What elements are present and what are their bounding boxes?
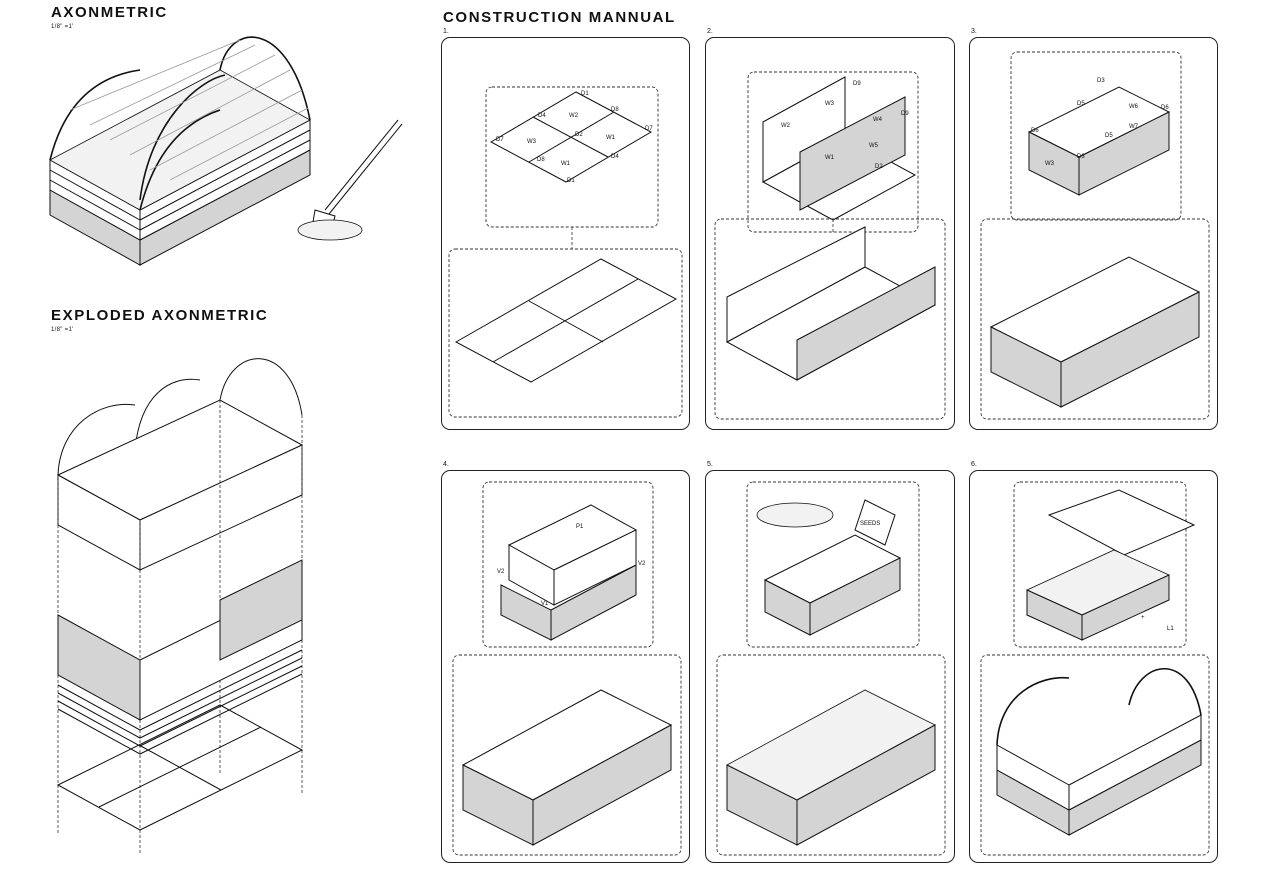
- axonometric-drawing: [49, 36, 403, 266]
- bed-body: [49, 69, 311, 266]
- label-v2-right: V2: [638, 561, 646, 567]
- label-d8-bottom: D8: [537, 157, 545, 163]
- label-d2: D2: [575, 132, 583, 138]
- step-4-number: 4.: [443, 461, 449, 468]
- step-2-drawing: D9 D9 W3 W2 W4 W1 W5 D2: [714, 71, 946, 420]
- label-w3: W3: [825, 101, 835, 107]
- label-d4-bottom: D4: [611, 154, 619, 160]
- walls: [57, 559, 303, 721]
- label-w7: W7: [1129, 124, 1139, 130]
- cover-sheet: [1047, 489, 1196, 556]
- label-w2: W2: [781, 123, 791, 129]
- label-d8-top: D8: [611, 107, 619, 113]
- liner-large: [461, 689, 673, 846]
- label-w6: W6: [1129, 104, 1139, 110]
- step-3-drawing: D3 D5 D6 D6 W6 W7 D5 W3 D3: [980, 51, 1210, 420]
- label-w1: W1: [825, 155, 835, 161]
- label-d4-top: D4: [538, 113, 546, 119]
- box-large: [989, 256, 1201, 408]
- filled-bed-large: [726, 689, 936, 846]
- step-3-panel: [969, 37, 1218, 430]
- seed-packet: [854, 499, 896, 546]
- base-grid: [56, 704, 304, 831]
- box-small: [763, 534, 902, 636]
- step-3-number: 3.: [971, 28, 977, 35]
- label-w1-right: W1: [606, 135, 616, 141]
- base-frame-large: [454, 258, 678, 383]
- label-d1-top: D1: [581, 91, 589, 97]
- label-d2: D2: [875, 164, 883, 170]
- label-d6-right: D6: [1161, 105, 1169, 111]
- label-d1-bottom: D1: [567, 178, 575, 184]
- step-5-drawing: SEEDS: [716, 481, 946, 856]
- soil-pile: [756, 502, 834, 528]
- label-w4: W4: [873, 117, 883, 123]
- bed-small: [1026, 549, 1170, 641]
- label-d5-left: D5: [1077, 101, 1085, 107]
- label-d7-left: D7: [496, 137, 504, 143]
- label-w2: W2: [569, 113, 579, 119]
- label-v2-left: V2: [497, 569, 505, 575]
- arches: [57, 358, 303, 476]
- hoops: [49, 36, 311, 211]
- label-l1: L1: [1167, 626, 1174, 632]
- label-d3-bottom: D3: [1077, 154, 1085, 160]
- box-small: [1027, 86, 1171, 196]
- walls-large: [725, 226, 937, 381]
- label-d3-top: D3: [1097, 78, 1105, 84]
- label-p1: P1: [576, 524, 584, 530]
- step-2-panel: [705, 37, 955, 430]
- liner-small: [500, 504, 638, 641]
- label-d6-left: D6: [1031, 128, 1039, 134]
- shovel: [297, 119, 403, 241]
- step-1-number: 1.: [443, 28, 449, 35]
- step-6-drawing: + L1: [980, 481, 1210, 856]
- final-bed: [996, 668, 1202, 836]
- step-4-drawing: P1 V2 V2 V1: [452, 481, 682, 856]
- exploded-drawing: [56, 358, 304, 855]
- walls-small: [761, 76, 917, 221]
- step-1-panel: [441, 37, 690, 430]
- step-1-drawing: D1 D4 D8 D7 D7 W2 W3 W1 W1 D2 D8 D4 D1: [448, 86, 683, 418]
- label-v1: V1: [541, 601, 549, 607]
- label-d9-top: D9: [853, 81, 861, 87]
- axonometric-title: AXONMETRIC: [51, 4, 168, 21]
- step-4-panel: [441, 470, 690, 863]
- liner: [56, 399, 304, 571]
- label-w5: W5: [869, 143, 879, 149]
- step-2-number: 2.: [707, 28, 713, 35]
- label-d5-right: D5: [1105, 133, 1113, 139]
- label-d9-right: D9: [901, 111, 909, 117]
- exploded-title: EXPLODED AXONMETRIC: [51, 307, 269, 324]
- step-6-number: 6.: [971, 461, 977, 468]
- step-6-panel: [969, 470, 1218, 863]
- axonometric-scale: 1/8" =1': [51, 24, 74, 30]
- plus-sign: +: [1141, 615, 1145, 621]
- step-5-number: 5.: [707, 461, 713, 468]
- label-w3: W3: [1045, 161, 1055, 167]
- label-d7-right: D7: [645, 126, 653, 132]
- manual-title: CONSTRUCTION MANNUAL: [443, 9, 676, 26]
- seeds-label: SEEDS: [860, 521, 880, 527]
- step-5-panel: [705, 470, 955, 863]
- base-frame-small: [489, 91, 653, 183]
- exploded-scale: 1/8" =1': [51, 327, 74, 333]
- label-w1-front: W1: [561, 161, 571, 167]
- label-w3: W3: [527, 139, 537, 145]
